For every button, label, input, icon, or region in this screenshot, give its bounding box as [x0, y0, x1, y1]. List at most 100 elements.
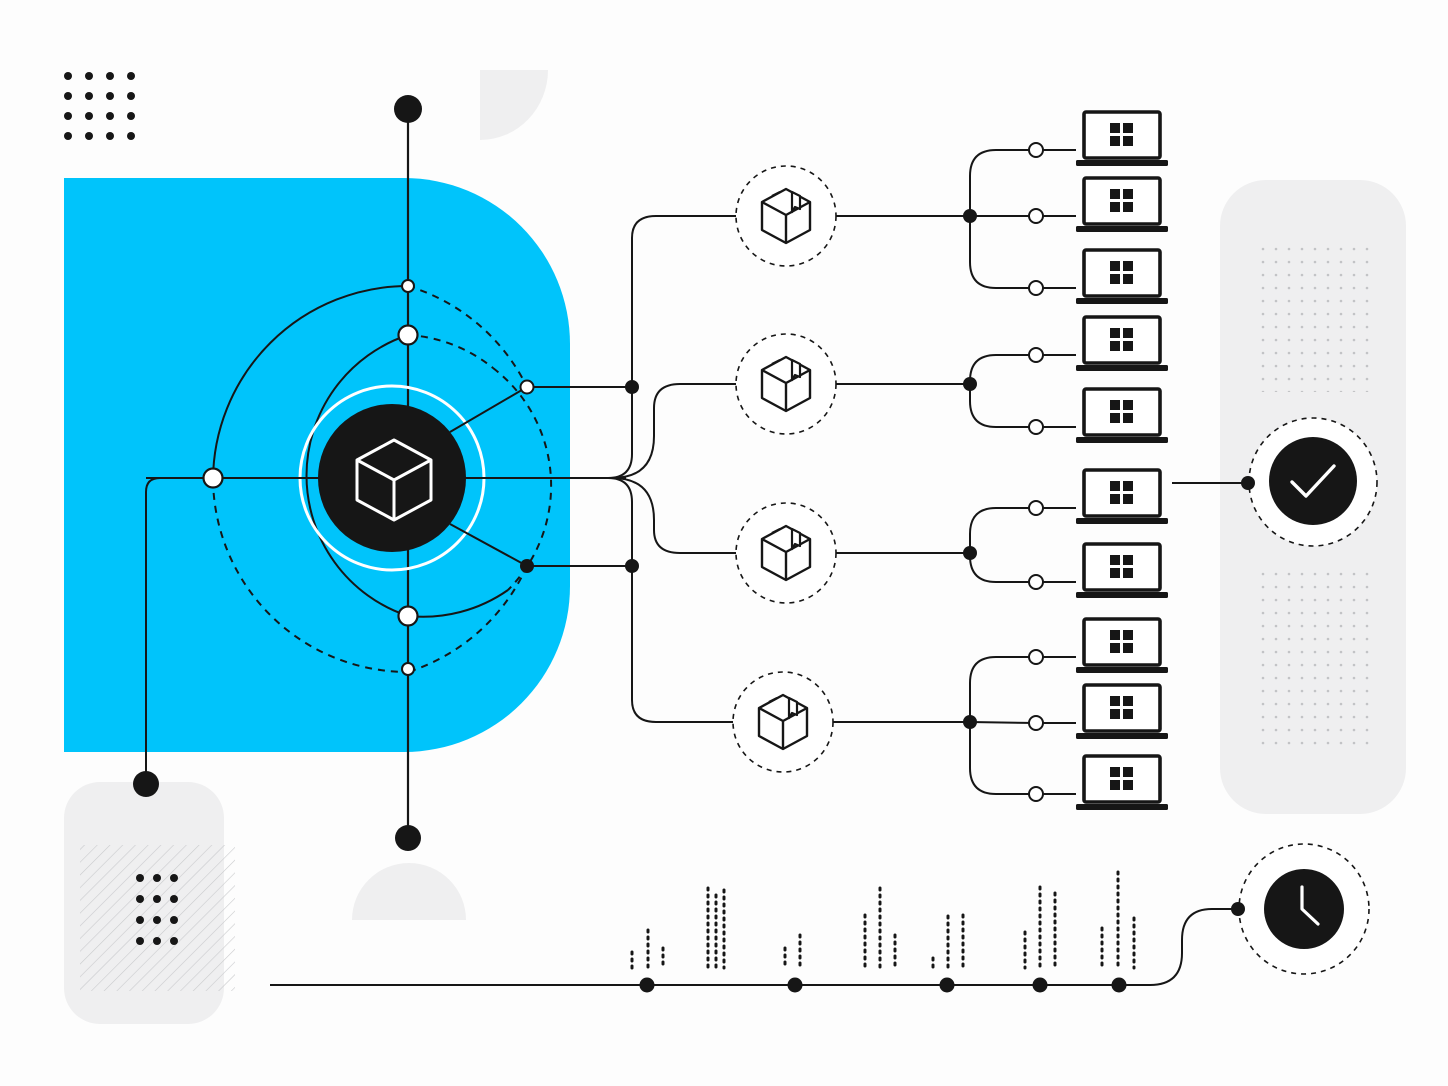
timeline-marker [639, 977, 655, 993]
axis-endpoint-dot [395, 825, 421, 851]
ring-node [519, 379, 535, 395]
dot-grid-decoration [136, 874, 178, 945]
laptop-endpoint[interactable] [1076, 176, 1168, 234]
laptop-endpoint[interactable] [1076, 110, 1168, 168]
package-node[interactable] [735, 502, 837, 604]
dot [106, 132, 114, 140]
dot [127, 92, 135, 100]
laptop-endpoint[interactable] [1076, 315, 1168, 373]
windows-laptop-icon [1076, 468, 1168, 526]
windows-laptop-icon [1076, 542, 1168, 600]
endpoint-node [1028, 786, 1044, 802]
connector-line [607, 477, 733, 723]
dot [85, 132, 93, 140]
endpoint-node [1028, 347, 1044, 363]
dot [106, 92, 114, 100]
connector-line [969, 216, 1036, 289]
connectors [607, 142, 1076, 802]
dot [153, 874, 161, 882]
laptop-endpoint[interactable] [1076, 248, 1168, 306]
timeline-marker [1111, 977, 1127, 993]
status-circle [1269, 437, 1357, 525]
schedule-junction [1231, 902, 1245, 916]
branch-endpoint-dot [133, 771, 159, 797]
endpoint-node [1028, 715, 1044, 731]
dot [127, 112, 135, 120]
ring-node [520, 559, 534, 573]
connector-line [969, 507, 1036, 553]
status-node[interactable] [1172, 417, 1378, 547]
connector-line [607, 215, 736, 479]
junction-dot [963, 209, 977, 223]
ring-node [397, 605, 419, 627]
windows-laptop-icon [1076, 176, 1168, 234]
connector-line [969, 553, 1036, 583]
junction-dot [963, 546, 977, 560]
hub-junctions [133, 95, 535, 851]
dot-grid-decoration [64, 72, 135, 140]
timeline-marker [1032, 977, 1048, 993]
dot [64, 132, 72, 140]
laptop-endpoint[interactable] [1076, 617, 1168, 675]
quarter-circle-decoration [480, 70, 548, 140]
laptop-endpoint[interactable] [1076, 683, 1168, 741]
connector-line [969, 384, 1036, 428]
package-node[interactable] [735, 333, 837, 435]
junction-dot [625, 559, 639, 573]
dot [106, 72, 114, 80]
checkmark-icon [1290, 464, 1336, 498]
cube-icon [355, 438, 433, 522]
endpoint-node [1028, 142, 1044, 158]
dot [136, 895, 144, 903]
half-circle-decoration [352, 863, 466, 920]
package-nodes [732, 165, 837, 773]
windows-laptop-icon [1076, 617, 1168, 675]
hub-backdrop [64, 178, 570, 752]
hub-node[interactable] [318, 404, 466, 552]
windows-laptop-icon [1076, 110, 1168, 168]
package-node[interactable] [735, 165, 837, 267]
connector-line [611, 477, 736, 554]
junction-dot [963, 377, 977, 391]
ring-node [401, 662, 415, 676]
dot-texture [1260, 240, 1372, 392]
package-node[interactable] [732, 671, 834, 773]
dot [136, 874, 144, 882]
connector-line [611, 383, 736, 479]
windows-laptop-icon [1076, 754, 1168, 812]
connector-line [969, 656, 1036, 722]
status-junction [1241, 476, 1255, 490]
endpoint-node [1028, 500, 1044, 516]
endpoint-node [1028, 208, 1044, 224]
dot [85, 112, 93, 120]
connector-line [969, 149, 1036, 216]
schedule-node[interactable] [1231, 843, 1370, 975]
endpoint-node [1028, 649, 1044, 665]
axis-endpoint-dot [394, 95, 422, 123]
windows-laptop-icon [1076, 315, 1168, 373]
dot [127, 72, 135, 80]
dot [64, 112, 72, 120]
windows-laptop-icon [1076, 248, 1168, 306]
dot [136, 937, 144, 945]
dot [170, 895, 178, 903]
connector-line [969, 354, 1036, 384]
dot-texture [1260, 566, 1372, 750]
laptop-endpoint[interactable] [1076, 542, 1168, 600]
dot [64, 72, 72, 80]
laptop-endpoint[interactable] [1076, 387, 1168, 445]
junction-dot [625, 380, 639, 394]
endpoint-node [1028, 574, 1044, 590]
dot [170, 916, 178, 924]
dot [127, 132, 135, 140]
endpoint-node [1028, 419, 1044, 435]
windows-laptop-icon [1076, 387, 1168, 445]
laptop-endpoint[interactable] [1076, 754, 1168, 812]
ring-node [397, 324, 419, 346]
laptop-endpoint[interactable] [1076, 468, 1168, 526]
windows-laptop-icon [1076, 683, 1168, 741]
dot [153, 916, 161, 924]
timeline-marker [939, 977, 955, 993]
clock-icon [1300, 885, 1320, 926]
